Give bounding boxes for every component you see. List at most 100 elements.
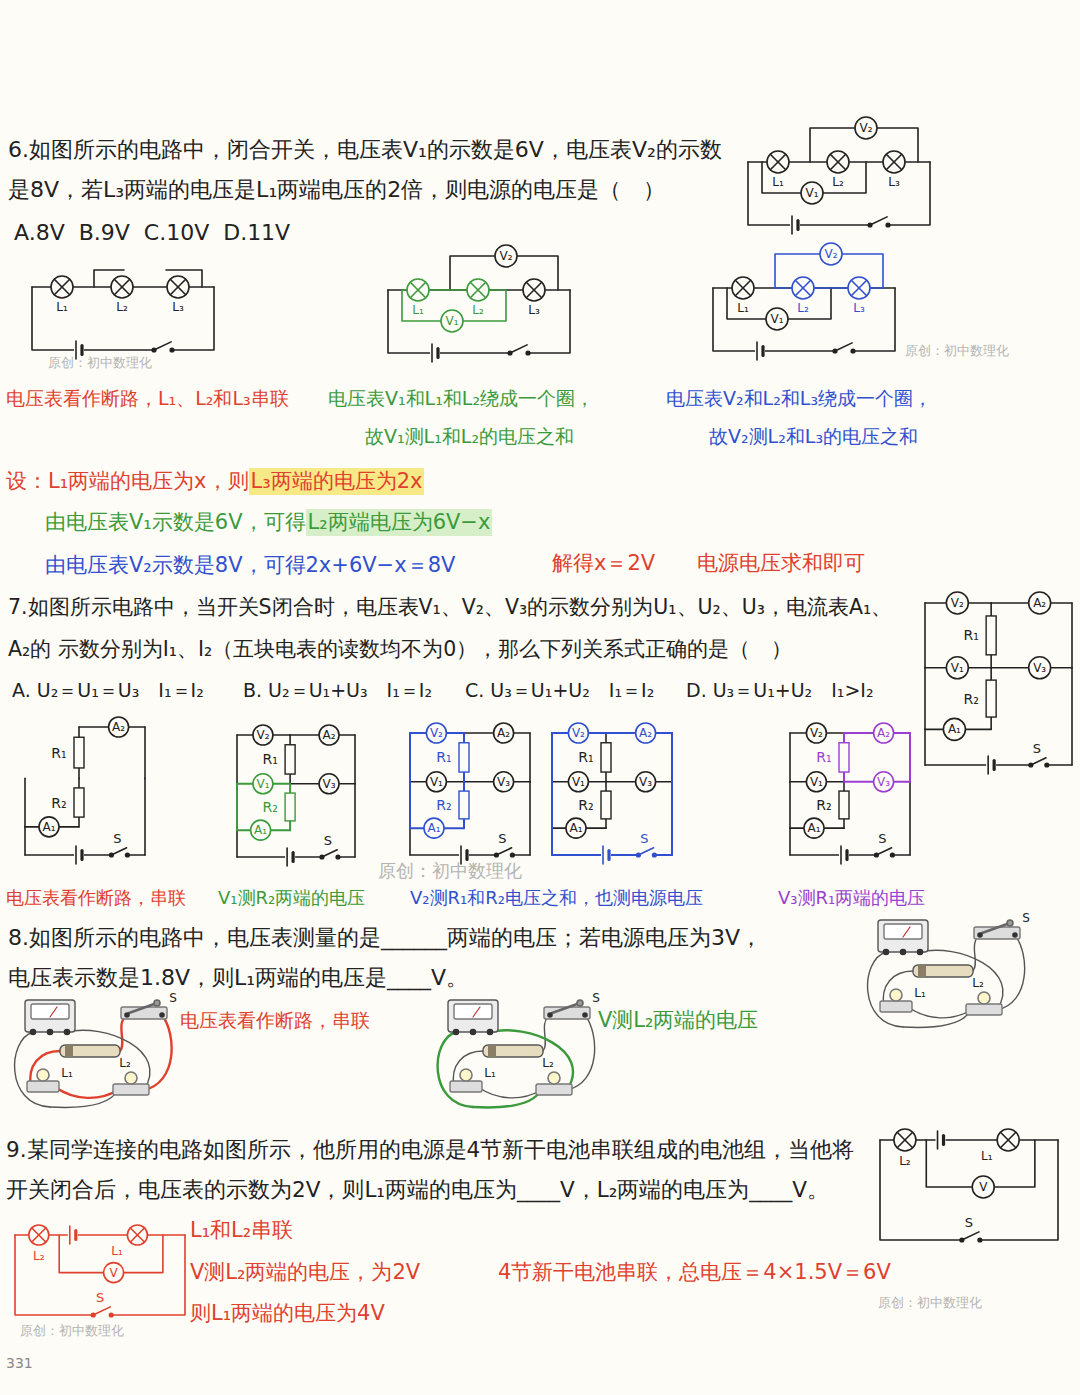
- battery-symbol: [292, 853, 295, 862]
- lamp-label: L₁: [772, 175, 784, 189]
- meter-symbol: [766, 308, 788, 330]
- explanation-note: 则L₁两端的电压为4V: [190, 1300, 385, 1327]
- terminal: [48, 1030, 53, 1035]
- wire: [24, 827, 26, 855]
- meter-symbol: [319, 725, 339, 745]
- battery-symbol: [74, 1231, 77, 1240]
- meter-symbol: [426, 723, 446, 743]
- bulb: [890, 989, 902, 1001]
- switch-symbol: [126, 853, 130, 857]
- switch-label: S: [96, 1290, 104, 1305]
- wire: [909, 782, 911, 855]
- lamp-symbol: [770, 154, 785, 169]
- switch-symbol: [322, 850, 337, 857]
- meter-label: A₁: [948, 722, 961, 736]
- battery-symbol: [465, 851, 468, 860]
- wire: [1071, 603, 1073, 668]
- resistor-symbol: [839, 743, 849, 772]
- explanation-note: V₃测R₁两端的电压: [778, 886, 925, 909]
- lamp-symbol: [770, 154, 785, 169]
- wire: [529, 733, 531, 782]
- resistor-symbol: [459, 791, 469, 819]
- highlighted-note: L₂两端电压为6V−x: [306, 509, 493, 536]
- meter-symbol: [566, 818, 586, 838]
- answer-option: D. U₃＝U₁+U₂ I₁>I₂: [686, 678, 874, 703]
- resistor-symbol: [601, 791, 611, 819]
- lamp-label: L₂: [542, 1056, 554, 1070]
- meter-symbol: [319, 774, 339, 794]
- highlighted-note: L₃两端的电压为2x: [249, 468, 425, 495]
- question-text: 9.某同学连接的电路如图所示，他所用的电源是4节新干电池串联组成的电池组，当他将…: [6, 1130, 876, 1210]
- explanation-note: L₁和L₂串联: [190, 1217, 293, 1244]
- switch-knob: [577, 1000, 583, 1006]
- lamp-symbol: [127, 1225, 147, 1245]
- lamp-symbol: [29, 1225, 49, 1245]
- explanation-note: 电压表看作断路，串联: [180, 1008, 370, 1033]
- wire: [925, 764, 1072, 766]
- meter-label: V₁: [951, 661, 964, 675]
- meter-label: V₃: [877, 775, 890, 789]
- resistor-symbol: [986, 680, 996, 717]
- wire: [790, 854, 910, 856]
- lamp-label: L₂: [797, 301, 809, 315]
- battery-symbol: [756, 342, 758, 360]
- lamp-symbol: [767, 151, 789, 173]
- meter-label: A₁: [42, 820, 55, 834]
- switch-symbol: [870, 217, 887, 225]
- switch-lever: [129, 1003, 157, 1013]
- meter-label: A₁: [807, 821, 820, 835]
- question-text: 8.如图所示的电路中，电压表测量的是______两端的电压；若电源电压为3V， …: [8, 918, 858, 998]
- wire: [354, 735, 356, 784]
- explanation-note: 电压表V₁和L₁和L₂绕成一个圈， 故V₁测L₁和L₂的电压之和: [328, 379, 638, 455]
- resistor-label: R₁: [51, 745, 66, 761]
- resistor-symbol: [285, 745, 295, 774]
- wire: [354, 784, 356, 857]
- lamp-symbol: [130, 1228, 144, 1242]
- meter-label: V₁: [805, 186, 818, 200]
- lamp-symbol: [170, 279, 185, 294]
- watermark: 原创：初中数理化: [905, 342, 1009, 359]
- lamp-label: L₃: [853, 301, 865, 315]
- switch-label: S: [113, 831, 121, 846]
- battery-symbol: [993, 761, 996, 770]
- resistor-symbol: [601, 743, 611, 772]
- switch-symbol: [496, 848, 511, 855]
- lamp-symbol: [997, 1129, 1019, 1151]
- battery-symbol: [286, 848, 288, 866]
- wire: [671, 733, 673, 782]
- meter-symbol: [426, 772, 446, 792]
- meter-label: V₃: [323, 777, 336, 791]
- lamp-symbol: [32, 1228, 46, 1242]
- resistor-label: R₁: [578, 749, 593, 765]
- bulb: [460, 1069, 472, 1081]
- terminal: [160, 1013, 164, 1017]
- wire: [50, 1090, 118, 1107]
- meter-symbol: [568, 723, 588, 743]
- lamp-symbol: [732, 277, 754, 299]
- resistor-label: R₂: [51, 795, 66, 811]
- battery-symbol: [987, 756, 989, 774]
- explanation-note: 由电压表V₁示数是6V，可得: [45, 509, 306, 536]
- lamp-symbol: [883, 151, 905, 173]
- meter-label: V₂: [951, 596, 964, 610]
- wire: [789, 733, 791, 782]
- lamp-symbol: [114, 279, 129, 294]
- switch-symbol: [978, 1238, 982, 1242]
- lamp-label: L₂: [972, 976, 984, 990]
- switch-label: S: [965, 1215, 973, 1230]
- answer-option: B. U₂＝U₁+U₃ I₁＝I₂: [243, 678, 432, 703]
- wire: [543, 1015, 550, 1051]
- wire: [144, 778, 146, 855]
- watermark: 原创：初中数理化: [48, 354, 152, 371]
- lamp-symbol: [526, 282, 541, 297]
- wire: [144, 1015, 172, 1090]
- voltmeter-dial: [31, 1004, 69, 1019]
- wire: [490, 1030, 573, 1090]
- terminal: [583, 1013, 587, 1017]
- terminal: [884, 950, 889, 955]
- meter-label: V₁: [256, 777, 269, 791]
- lamp-label: L₁: [484, 1066, 496, 1080]
- voltmeter-needle: [473, 1007, 480, 1017]
- meter-symbol: [109, 717, 129, 737]
- lamp-symbol: [130, 1228, 144, 1242]
